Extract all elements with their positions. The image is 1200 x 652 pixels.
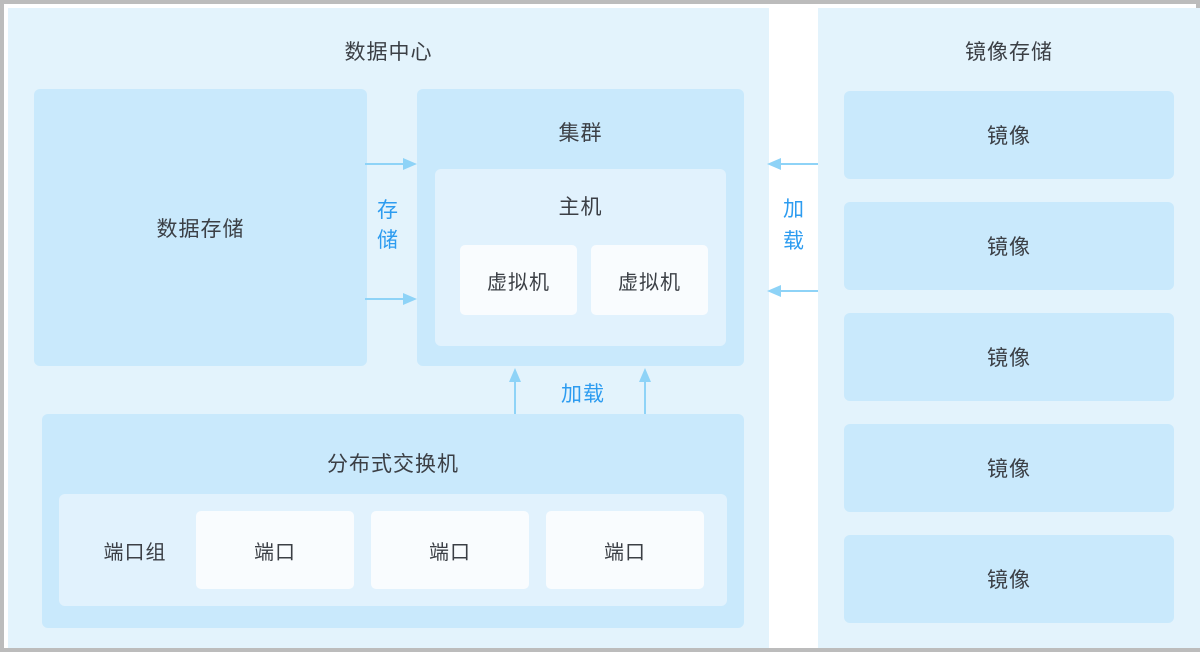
vm-row: 虚拟机 虚拟机 <box>460 245 708 315</box>
load-connector-label-gap: 加载 <box>783 198 805 253</box>
image-item[interactable]: 镜像 <box>844 91 1174 179</box>
load-connector-vertical: 加载 <box>503 366 663 418</box>
distributed-switch-label: 分布式交换机 <box>327 453 459 476</box>
image-item[interactable]: 镜像 <box>844 535 1174 623</box>
load-connector-label-bottom: 加载 <box>561 383 605 406</box>
storage-connector: 存储 <box>363 148 423 318</box>
cluster-label: 集群 <box>558 122 603 145</box>
load-arrow-right-icon <box>639 368 651 418</box>
image-store-title: 镜像存储 <box>965 41 1053 64</box>
load-arrow-left-icon <box>509 368 521 418</box>
load-arrow-gap-bottom-icon <box>767 285 819 297</box>
port-group-box[interactable]: 端口组 端口 端口 端口 <box>59 494 727 606</box>
port-box-3[interactable]: 端口 <box>546 511 704 589</box>
data-center-title: 数据中心 <box>344 41 433 64</box>
distributed-switch-box[interactable]: 分布式交换机 端口组 端口 端口 端口 <box>42 414 744 628</box>
storage-arrow-bottom-icon <box>365 293 417 305</box>
data-storage-label: 数据存储 <box>156 217 245 241</box>
load-arrow-gap-top-icon <box>767 158 819 170</box>
host-label: 主机 <box>558 196 603 219</box>
image-list: 镜像 镜像 镜像 镜像 镜像 <box>844 91 1174 623</box>
vm-box-2[interactable]: 虚拟机 <box>591 245 708 315</box>
host-box[interactable]: 主机 虚拟机 虚拟机 <box>435 169 726 346</box>
image-item[interactable]: 镜像 <box>844 202 1174 290</box>
vm-box-1[interactable]: 虚拟机 <box>460 245 577 315</box>
image-item[interactable]: 镜像 <box>844 313 1174 401</box>
port-box-2[interactable]: 端口 <box>371 511 529 589</box>
storage-arrow-top-icon <box>365 158 417 170</box>
storage-connector-label: 存储 <box>377 199 399 252</box>
port-group-label: 端口组 <box>103 541 167 564</box>
panel-gap-connector: 加载 <box>767 8 819 648</box>
data-storage-box[interactable]: 数据存储 <box>34 89 367 366</box>
image-store-panel: 镜像存储 镜像 镜像 镜像 镜像 镜像 <box>818 8 1200 648</box>
cluster-box[interactable]: 集群 主机 虚拟机 虚拟机 <box>417 89 744 366</box>
image-item[interactable]: 镜像 <box>844 424 1174 512</box>
data-center-panel: 数据中心 数据存储 存储 集群 主机 虚拟机 虚拟机 <box>8 8 769 648</box>
port-box-1[interactable]: 端口 <box>196 511 354 589</box>
